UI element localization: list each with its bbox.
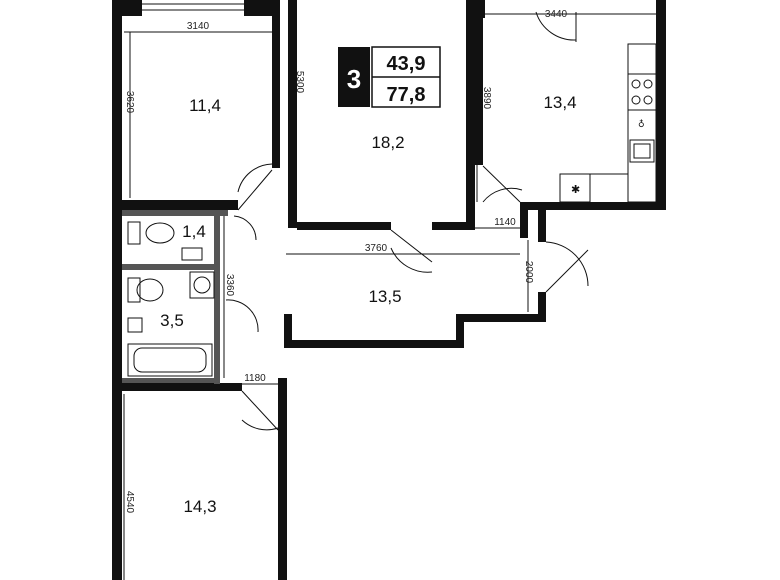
room-area-living: 18,2: [371, 133, 404, 152]
washing-machine: [189, 271, 215, 299]
dim-kitchen-width: 3440: [545, 9, 568, 20]
bathtub: [127, 343, 213, 377]
dimension-lines: [123, 0, 656, 580]
dim-bedroom-top-width: 3140: [187, 21, 210, 32]
dim-corridor-width: 1140: [494, 217, 516, 228]
bath-sink: [127, 317, 143, 333]
dim-living-height: 5300: [294, 71, 305, 94]
room-area-bathroom: 3,5: [160, 311, 184, 330]
kitchen-sink: [629, 139, 655, 163]
tap-icon: ♁: [638, 119, 645, 130]
stove-icon: [627, 73, 657, 111]
dim-hall-width: 3760: [365, 243, 388, 254]
toilet-sink: [181, 247, 203, 261]
badge-living-area: 43,9: [387, 53, 426, 75]
dim-bedroom-top-height: 3620: [124, 91, 135, 114]
dim-kitchen-height: 3890: [481, 87, 492, 110]
dim-bath-door-width: 1180: [244, 373, 266, 384]
badge-total-area: 77,8: [387, 84, 426, 106]
room-area-toilet: 1,4: [182, 222, 206, 241]
fridge-icon: ✱: [571, 183, 580, 196]
room-area-bedroom-top: 11,4: [189, 96, 221, 115]
dim-corridor-height: 2000: [523, 261, 534, 284]
toilet-fixture-2: [127, 277, 164, 303]
dim-hall-height: 3360: [224, 274, 235, 297]
room-area-hallway: 13,5: [368, 287, 401, 306]
badge-room-count: 3: [347, 64, 361, 94]
toilet-fixture-1: [127, 221, 175, 245]
kitchen-counter: [559, 43, 657, 203]
window-top-left: [142, 3, 244, 11]
room-area-bedroom-bottom: 14,3: [183, 497, 216, 516]
apartment-badge: 3 43,9 77,8: [338, 46, 441, 108]
walls: [112, 0, 666, 580]
doors: [225, 11, 589, 431]
dim-bedroom-bottom-height: 4540: [124, 491, 135, 514]
room-area-kitchen: 13,4: [543, 93, 576, 112]
